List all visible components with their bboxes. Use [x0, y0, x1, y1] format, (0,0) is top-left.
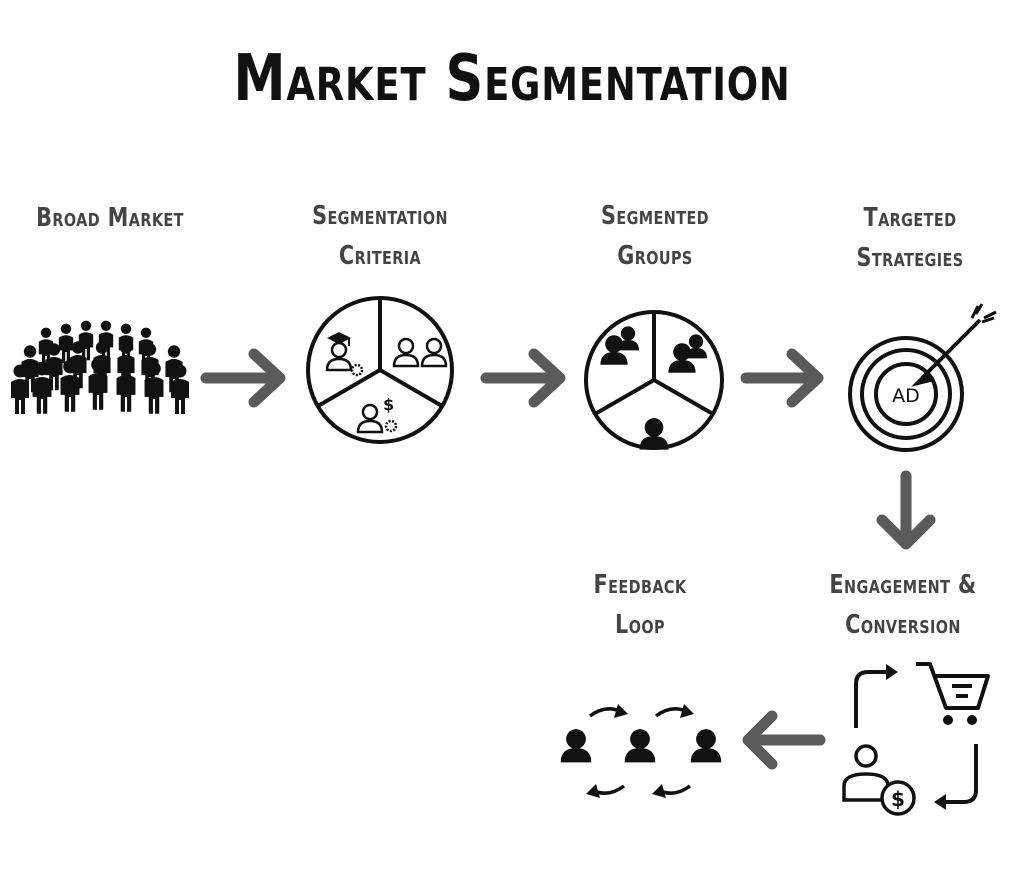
criteria-pie-icon: $ [306, 296, 454, 444]
crowd-icon [11, 320, 189, 414]
diagram-title: Market Segmentation [233, 42, 791, 116]
arrow-right-2 [480, 348, 566, 408]
svg-text:$: $ [383, 395, 394, 414]
arrow-left [742, 710, 826, 770]
arrow-right-1 [200, 348, 286, 408]
conversion-cycle-icon: $ [842, 662, 990, 816]
arrow-down [876, 470, 936, 550]
stage-label-broad-market: Broad Market [36, 203, 184, 233]
svg-text:$: $ [891, 787, 905, 811]
ad-text: AD [892, 385, 920, 407]
stage-label-engagement-conversion: Engagement &Conversion [829, 570, 977, 640]
target-ad-icon: AD [848, 303, 997, 452]
feedback-loop-icon [560, 704, 722, 798]
arrow-right-3 [740, 348, 824, 408]
groups-pie-icon [584, 310, 724, 450]
